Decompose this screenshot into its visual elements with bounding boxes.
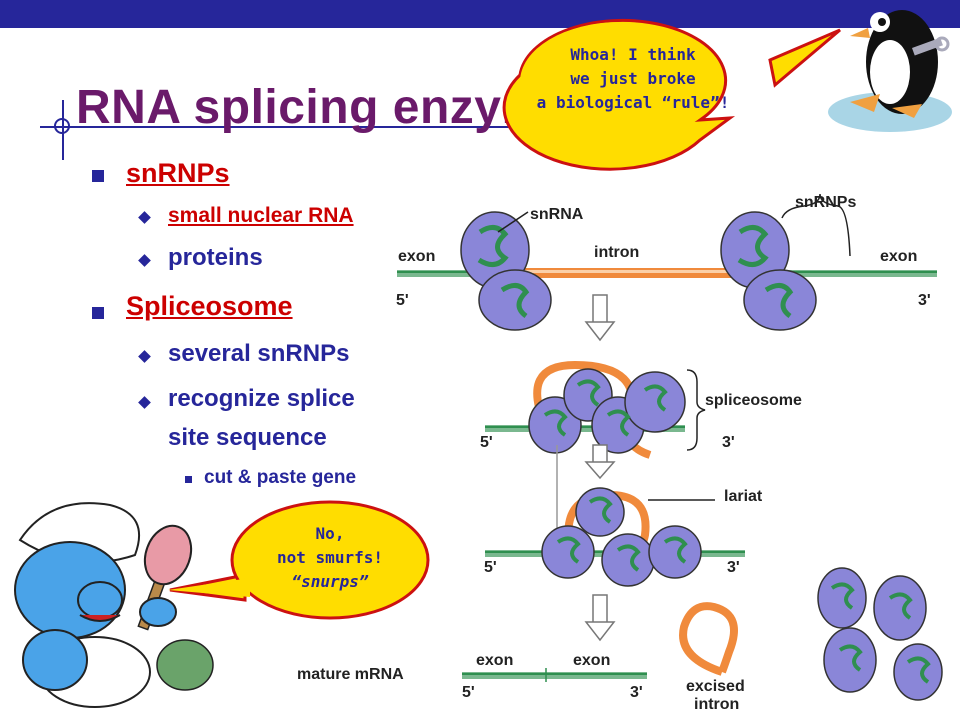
top-bar: [0, 0, 960, 28]
spliceosome-bracket: [686, 369, 706, 451]
down-arrow-icon: [584, 444, 616, 480]
penguin-icon: [828, 10, 952, 132]
smurf-icon: [14, 502, 214, 708]
down-arrow-icon: [584, 294, 616, 342]
mature-mrna-label: mature mRNA: [297, 666, 404, 683]
five-prime-label-1: 5': [396, 292, 409, 309]
bullet-small-square-icon: [185, 476, 192, 483]
crosshair-icon: [54, 118, 70, 134]
title-underline: [40, 126, 550, 128]
five-prime-label-4: 5': [462, 684, 475, 701]
smurf-bubble-line3: “snurps”: [291, 572, 369, 591]
five-prime-label-2: 5': [480, 434, 493, 451]
pre-mrna: [397, 268, 937, 278]
mature-mrna-strand: [462, 668, 647, 682]
bullet-snrnps: snRNPs: [126, 158, 230, 188]
exon-right-label: exon: [880, 248, 918, 265]
excised-intron-label: intron: [694, 696, 740, 713]
snrnps-bracket: [781, 193, 851, 257]
smurf-bubble-line2: not smurfs!: [277, 548, 383, 567]
intron-label: intron: [594, 244, 640, 261]
penguin-speech-bubble: [502, 18, 841, 171]
penguin-bubble-line3: a biological “rule”!: [536, 93, 730, 112]
exon-left-label: exon: [398, 248, 436, 265]
bullet-cut-paste: cut & paste gene: [204, 467, 357, 488]
five-prime-label-3: 5': [484, 559, 497, 576]
excised-label: excised: [686, 678, 745, 695]
snrnp-icon: [460, 211, 552, 331]
snrna-label: snRNA: [530, 206, 584, 223]
lariat-complex: [485, 487, 745, 587]
bullet-spliceosome: Spliceosome: [126, 291, 293, 321]
bullet-proteins: proteins: [168, 244, 263, 271]
spliceosome-label: spliceosome: [705, 392, 802, 409]
smurf-speech-bubble: [168, 500, 430, 620]
bullet-several-snrnps: several snRNPs: [168, 340, 350, 367]
bullet-square-icon: [92, 307, 104, 319]
exon-b-label: exon: [573, 652, 611, 669]
spliceosome-complex: [485, 360, 686, 459]
lariat-label: lariat: [724, 488, 763, 505]
snrnps-label: snRNPs: [795, 194, 857, 211]
three-prime-label-2: 3': [722, 434, 735, 451]
bullet-recognize-line2: site sequence: [168, 424, 327, 451]
bullet-square-icon: [92, 170, 104, 182]
smurf-bubble-line1: No,: [315, 524, 345, 543]
penguin-bubble-line2: we just broke: [570, 69, 696, 88]
free-snrnps: [817, 567, 943, 701]
three-prime-label-1: 3': [918, 292, 931, 309]
down-arrow-icon: [584, 594, 616, 642]
bullet-small-nuclear-rna: small nuclear RNA: [168, 204, 354, 227]
bullet-recognize-line1: recognize splice: [168, 385, 355, 412]
snrnp-icon: [720, 211, 817, 331]
three-prime-label-4: 3': [630, 684, 643, 701]
exon-a-label: exon: [476, 652, 514, 669]
three-prime-label-3: 3': [727, 559, 740, 576]
excised-intron-lariat: [679, 602, 738, 676]
penguin-bubble-line1: Whoa! I think: [570, 45, 696, 64]
